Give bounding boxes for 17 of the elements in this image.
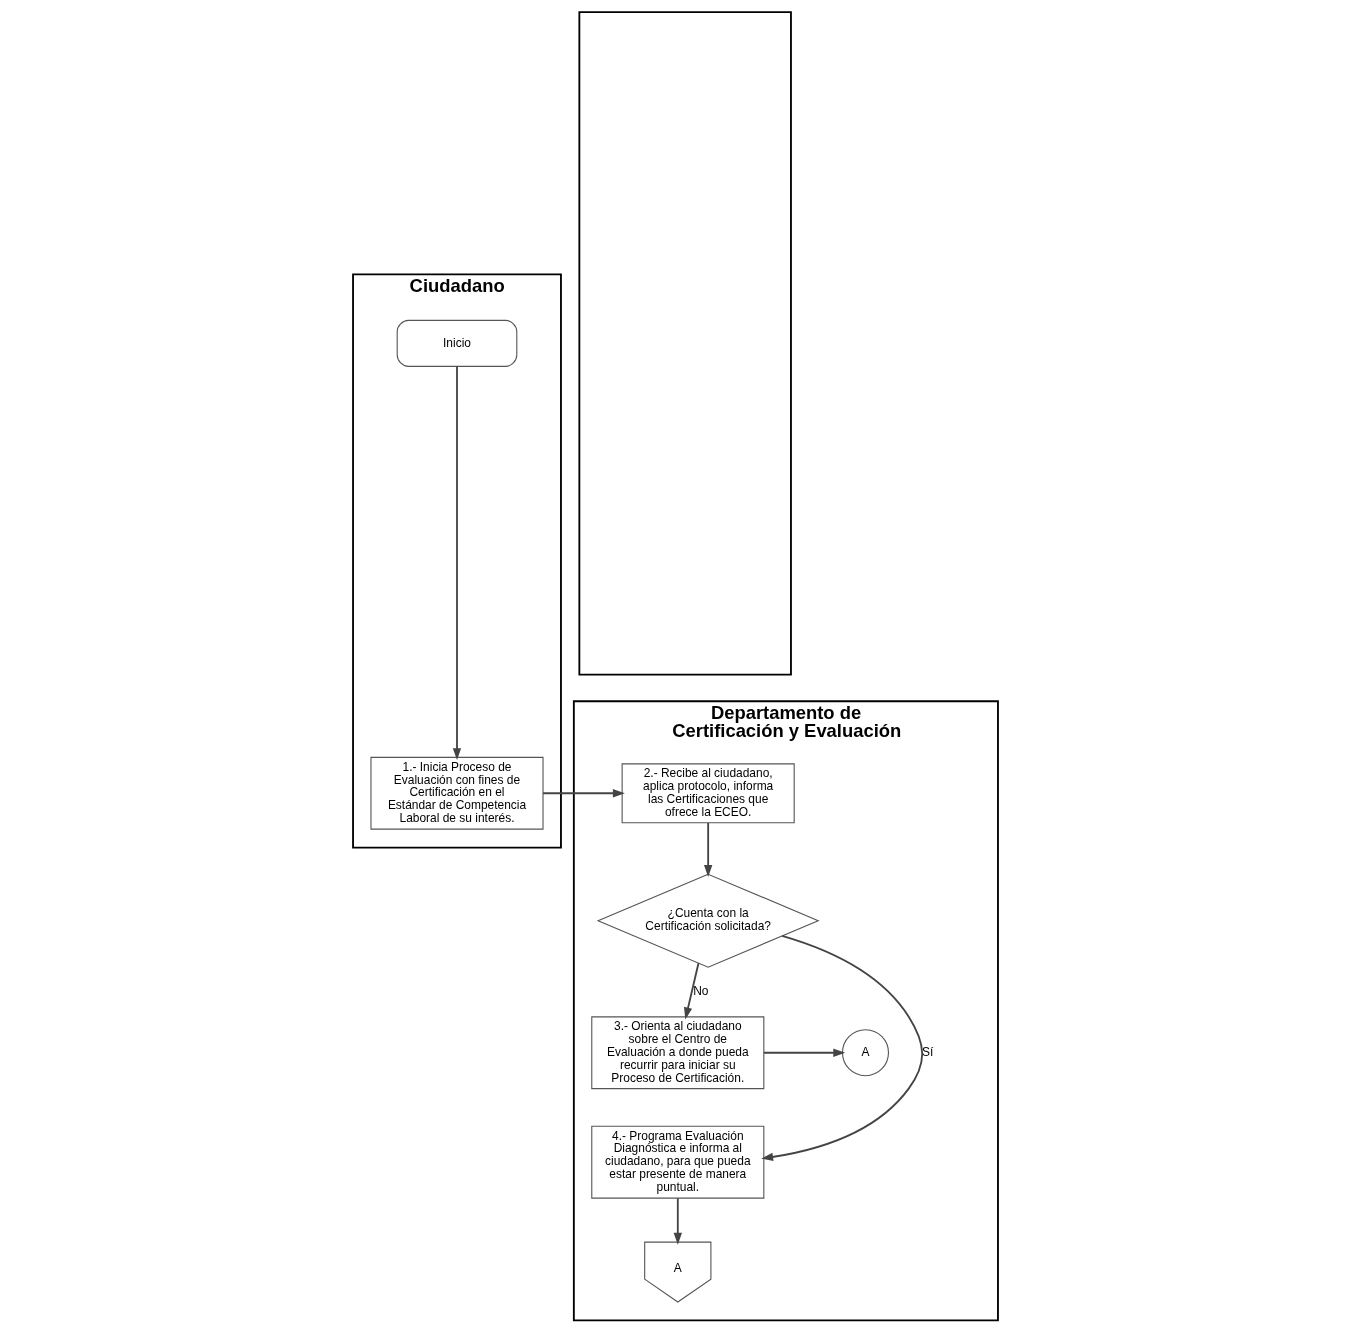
node-box: Inicio (396, 319, 518, 367)
node-circle: A (841, 1029, 890, 1077)
edge-label: Sí (921, 1044, 934, 1059)
arrow (452, 365, 462, 761)
node-box: 4.- Programa Evaluación Diagnóstica e informa al ciudadano, para que pueda estar presente de manera puntual. (591, 1125, 765, 1199)
node-box: 3.- Orienta al ciudadano sobre el Centro de Evaluación a donde pueda recurrir para iniciar su Proceso de Certificación. (591, 1016, 765, 1090)
node-diamond: ¿Cuenta con la Certificación solicitada? (596, 873, 820, 968)
arrow (683, 962, 700, 1020)
arrow (542, 789, 625, 798)
edge-label: No (693, 984, 709, 999)
node-box: 2.- Recibe al ciudadano, aplica protocolo, informa las Certificaciones que ofrece la ECEO. (621, 763, 795, 824)
arrow (703, 822, 713, 877)
arrow (761, 935, 924, 1162)
arrow (763, 1048, 846, 1057)
arrow (673, 1197, 682, 1245)
node-box (578, 11, 792, 676)
node-box: 1.- Inicia Proceso de Evaluación con fines de Certificación en el Estándar de Competencia Laboral de su interés. (370, 756, 544, 830)
